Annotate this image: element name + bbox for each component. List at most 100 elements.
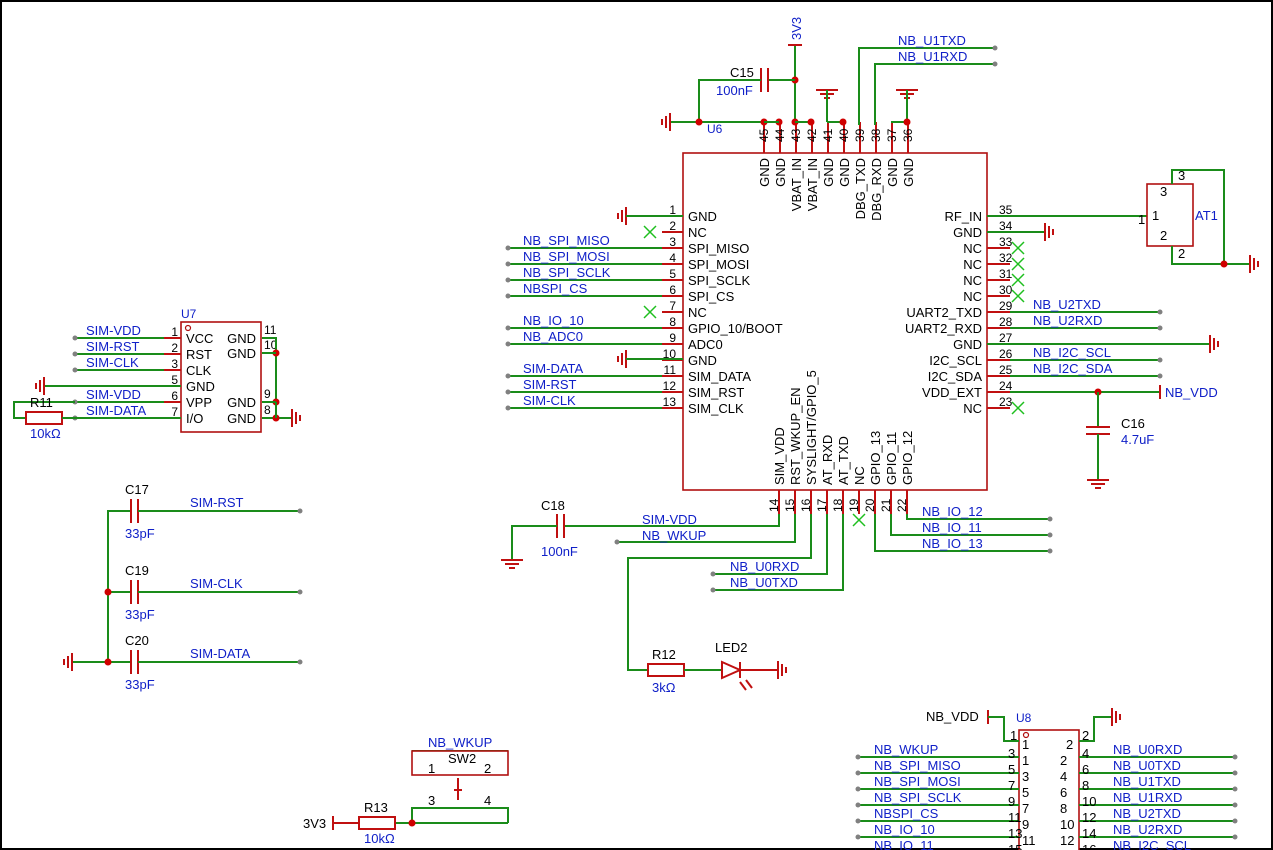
u7-pin-7-name: I/O [186,411,203,426]
sw2-pin4: 4 [484,793,491,808]
u6-pin-44-name: GND [773,158,788,187]
u6-pin-41-number: 41 [821,128,835,142]
ground-icon [1249,254,1259,274]
3v3-port-label: 3V3 [789,17,804,40]
r12-value: 3kΩ [652,680,676,695]
net-label-nb-spi-mosi: NB_SPI_MOSI [523,249,610,264]
r13-ref: R13 [364,800,388,815]
nb-vdd-port-label: NB_VDD [1165,385,1218,400]
u8-right-pin-inner-4: 10 [1060,817,1074,832]
at1-wire-pin: 1 [1138,212,1145,227]
at1-pin3-label: 3 [1160,184,1167,199]
u6-right-pins: 35RF_IN34GND33NC32NC31NC30NC29UART2_TXD2… [905,203,1013,416]
at1-pin1: 1 [1152,208,1159,223]
u6-right-wiring: NB_VDD C16 4.7uF NB_U2TXDNB_U2RXDNB_I2C_… [987,215,1219,489]
u6-pin-28-name: UART2_RXD [905,321,982,336]
ground-icon [661,112,671,132]
u6-pin-38-number: 38 [869,128,883,142]
u8-right-pin-outer-1: 6 [1082,762,1089,777]
u6-pin-20-number: 20 [863,498,877,512]
u8-right-pin-outer-6: 16 [1082,842,1096,850]
u6-pin-12-number: 12 [663,379,677,393]
io13-net-label: NB_IO_13 [922,536,983,551]
u7-pin-6-name: VPP [186,395,212,410]
net-label-nb-adc0: NB_ADC0 [523,329,583,344]
u8-pin1-inner: 1 [1022,737,1029,752]
u6-pin-13-number: 13 [663,395,677,409]
sw2-pin1: 1 [428,761,435,776]
u6-pin-24-name: VDD_EXT [922,385,982,400]
at1-pin3: 3 [1178,168,1185,183]
u6-pin-5-name: SPI_SCLK [688,273,750,288]
u6-pin-10-name: GND [688,353,717,368]
u8-ref: U8 [1016,711,1032,725]
ground-icon [63,652,73,672]
u6-left-wiring: NB_SPI_MISONB_SPI_MOSINB_SPI_SCLKNBSPI_C… [505,206,683,411]
u6-pin-34-name: GND [953,225,982,240]
u8-right-pin-inner-0: 2 [1060,753,1067,768]
c16-value: 4.7uF [1121,432,1154,447]
net-endpoint [1232,834,1238,840]
u8-left-net-0: NB_WKUP [874,742,938,757]
u6-pin-45-name: GND [757,158,772,187]
no-connect-mark [1011,401,1025,415]
u7-pin-8-name: GND [227,411,256,426]
u6-pin-6-name: SPI_CS [688,289,735,304]
u8-left-net-6: NB_IO_11 [874,838,934,850]
u6-pin-11-name: SIM_DATA [688,369,751,384]
net-endpoint [855,834,861,840]
net-endpoint [1232,802,1238,808]
cap-c17-ref: C17 [125,482,149,497]
u6-pin-18-number: 18 [831,498,845,512]
u8-pin2-outer: 2 [1082,728,1089,743]
u0rxd-net-label: NB_U0RXD [730,559,799,574]
ground-icon [777,660,787,680]
u8-right-net-5: NB_U2RXD [1113,822,1182,837]
u6-pin-9-name: ADC0 [688,337,723,352]
u8-right-net-4: NB_U2TXD [1113,806,1181,821]
c15-value: 100nF [716,83,753,98]
u6-pin-15-number: 15 [783,498,797,512]
u8-right-net-6: NB_I2C_SCL [1113,838,1191,850]
ground-icon [35,376,45,396]
u8-left-net-2: NB_SPI_MOSI [874,774,961,789]
u6-top-wiring: 3V3 C15 100nF NB_U1TXD NB_U1RXD [661,17,998,132]
u6-pin-29-number: 29 [999,299,1013,313]
net-endpoint [1232,754,1238,760]
u7-pin-5-name: GND [186,379,215,394]
at1-ref: AT1 [1195,208,1218,223]
u7-pin-11-name: GND [227,331,256,346]
3v3-port-r13: 3V3 [303,816,326,831]
ground-icon [617,206,627,226]
u8-right-pin-inner-1: 4 [1060,769,1067,784]
net-endpoint [1157,325,1163,331]
u7-pin-8-number: 8 [264,403,271,417]
net-label-sim-clk: SIM-CLK [523,393,576,408]
u7-pin-9-number: 9 [264,387,271,401]
u6-pin-16-number: 16 [799,498,813,512]
u7-pin-6-number: 6 [171,389,178,403]
u8-right-net-0: NB_U0RXD [1113,742,1182,757]
u8-pin1-outer: 1 [1010,728,1017,743]
u6-pin-26-name: I2C_SCL [929,353,982,368]
u6-pin-37-number: 37 [885,128,899,142]
net-label-nb-io-10: NB_IO_10 [523,313,584,328]
ground-icon [617,349,627,369]
net-endpoint [855,802,861,808]
u6-pin-4-number: 4 [669,251,676,265]
net-label-sim-rst: SIM-RST [523,377,577,392]
u7-pin-9-name: GND [227,395,256,410]
u8-left-pin-outer-6: 15 [1008,842,1022,850]
net-endpoint [297,659,303,665]
net-endpoint [855,754,861,760]
u1txd-label: NB_U1TXD [898,33,966,48]
net-label-nb-u2rxd: NB_U2RXD [1033,313,1102,328]
u8-pin2-inner: 2 [1066,737,1073,752]
net-endpoint [505,277,511,283]
net-label-sim-data: SIM-DATA [523,361,584,376]
net-label-nb-spi-miso: NB_SPI_MISO [523,233,610,248]
u6-pin-17-number: 17 [815,498,829,512]
u6-pin-19-name: NC [852,466,867,485]
u7-pin-5-number: 5 [171,373,178,387]
c18-value: 100nF [541,544,578,559]
